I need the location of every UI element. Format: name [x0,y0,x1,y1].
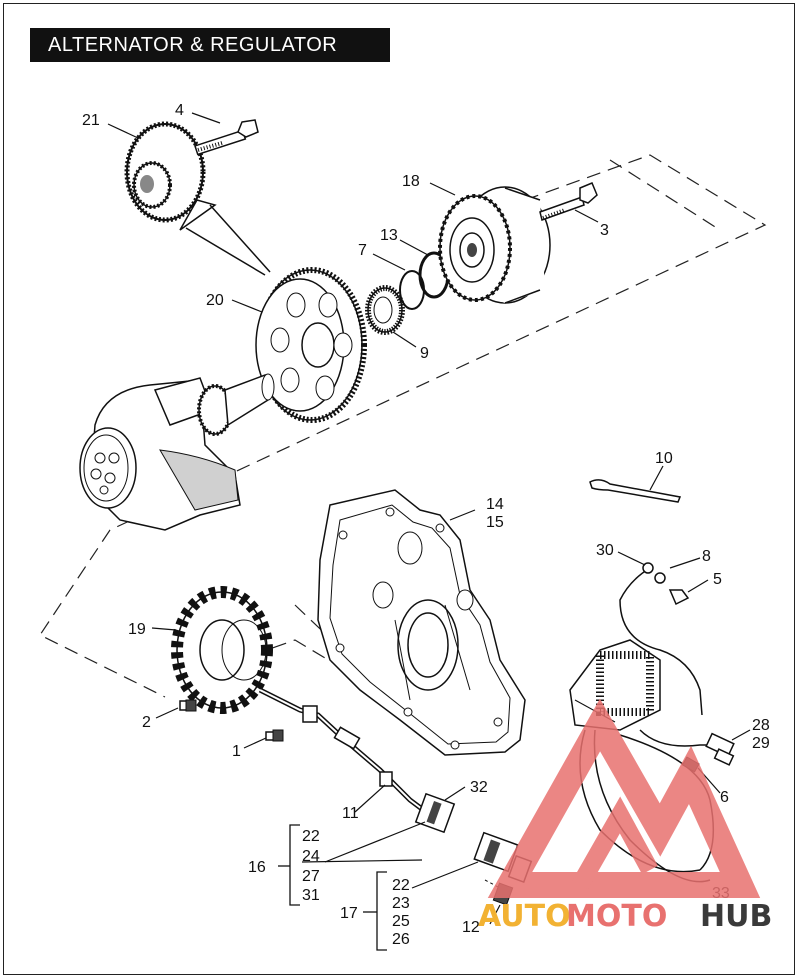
part-2-screw [179,699,197,712]
callout-numbers: 21 4 18 3 13 7 20 9 10 14 15 30 8 5 19 2… [82,102,770,948]
callout-19: 19 [128,621,146,638]
group-17-item: 25 [392,913,410,930]
part-21-drive-gear [124,121,217,231]
part-3-bolt [539,182,598,221]
part-20-large-gear [255,267,367,423]
callout-29: 29 [752,735,770,752]
callout-14: 14 [486,496,504,513]
callout-7: 7 [358,242,367,259]
group-17-item: 26 [392,931,410,948]
watermark-part-hub: HUB [700,899,772,934]
group-brackets [278,824,387,951]
watermark-logo [487,698,761,898]
group-16-item: 31 [302,887,320,904]
voltage-regulator [569,639,661,731]
callout-32: 32 [470,779,488,796]
group-17-label: 17 [340,905,358,922]
callout-2: 2 [142,714,151,731]
ground-wire [619,562,703,716]
callout-18: 18 [402,173,420,190]
group-16-item: 22 [302,828,320,845]
page-frame [3,3,795,975]
callout-30: 30 [596,542,614,559]
connector-28-29 [705,732,735,766]
stator-connector-16 [414,792,456,834]
callout-4: 4 [175,102,184,119]
page-title-text: ALTERNATOR & REGULATOR [48,33,338,56]
group-16-item: 24 [302,848,320,865]
part-1-screw [265,729,284,742]
part-10-cable-strap [589,479,682,503]
part-14-15-cover [317,489,526,756]
page-title: ALTERNATOR & REGULATOR [30,28,390,62]
callout-3: 3 [600,222,609,239]
callout-6: 6 [720,789,729,806]
callout-8: 8 [702,548,711,565]
watermark-text: AUTO MOTO HUB [478,899,772,934]
watermark-part-auto: AUTO [478,899,571,934]
callout-21: 21 [82,112,100,129]
part-4-bolt [194,119,259,156]
callout-10: 10 [655,450,673,467]
part-9-needle-bearing [365,285,405,335]
stator-wire-harness [258,687,432,817]
callout-13: 13 [380,227,398,244]
callout-1: 1 [232,743,241,760]
crankshaft [79,373,275,531]
callout-15: 15 [486,514,504,531]
group-16-item: 27 [302,868,320,885]
callout-11: 11 [342,805,359,822]
gear-relationship-lines [185,204,271,276]
callout-20: 20 [206,292,224,309]
callout-28: 28 [752,717,770,734]
group-17-item: 22 [392,877,410,894]
callout-9: 9 [420,345,429,362]
part-18-rotor [438,186,551,304]
watermark-part-moto: MOTO [566,899,667,934]
group-16-label: 16 [248,859,266,876]
group-17-item: 23 [392,895,410,912]
callout-5: 5 [713,571,722,588]
leader-lines [107,112,751,925]
callout-12: 12 [462,919,480,936]
part-19-stator [171,586,273,714]
